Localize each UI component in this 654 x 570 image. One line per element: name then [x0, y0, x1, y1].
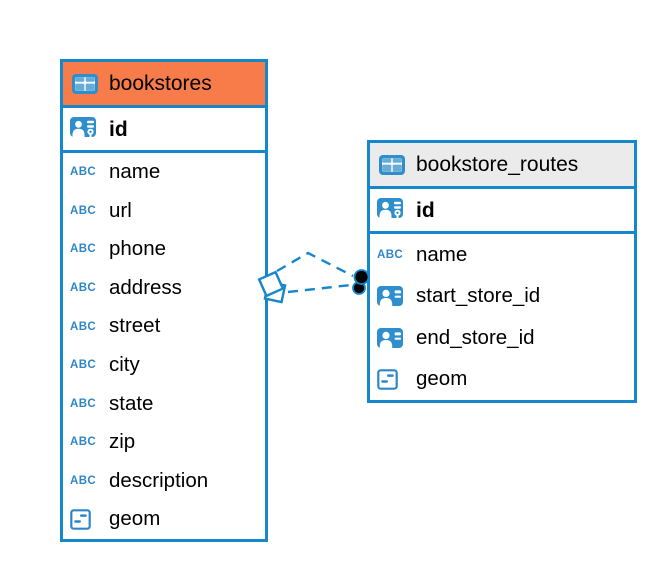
column-name: zip — [109, 430, 136, 454]
column-row[interactable]: ABC zip — [63, 423, 265, 462]
column-row[interactable]: ABC address — [63, 269, 265, 308]
text-icon: ABC — [70, 320, 97, 333]
column-name: id — [109, 117, 128, 141]
column-row[interactable]: geom — [370, 359, 634, 401]
column-name: street — [109, 314, 161, 338]
column-row[interactable]: id — [63, 108, 265, 150]
column-name: id — [416, 198, 435, 222]
column-name: name — [109, 160, 161, 184]
column-row[interactable]: ABC name — [63, 153, 265, 192]
relationship-line-2[interactable] — [287, 283, 352, 294]
foreign-key-icon — [377, 327, 411, 348]
columns-section: ABC name start_store_id end_store_id geo… — [370, 234, 634, 400]
geometry-icon — [377, 368, 411, 390]
column-row[interactable]: ABC state — [63, 385, 265, 424]
primary-key-section: id — [63, 108, 265, 153]
column-name: description — [109, 468, 209, 492]
column-row[interactable]: start_store_id — [370, 276, 634, 318]
table-bookstore-routes[interactable]: bookstore_routes id ABC name start_store… — [367, 140, 637, 403]
primary-key-icon — [377, 198, 411, 222]
columns-section: ABC name ABC url ABC phone ABC address A… — [63, 153, 265, 539]
column-name: state — [109, 391, 154, 415]
table-icon — [72, 73, 98, 94]
column-row[interactable]: ABC phone — [63, 230, 265, 269]
column-row[interactable]: end_store_id — [370, 317, 634, 359]
primary-key-section: id — [370, 189, 634, 234]
column-name: geom — [109, 507, 161, 531]
table-bookstores[interactable]: bookstores id ABC name ABC url ABC phone… — [60, 59, 268, 542]
column-name: start_store_id — [416, 284, 541, 307]
column-name: phone — [109, 237, 167, 261]
column-row[interactable]: id — [370, 189, 634, 231]
text-icon: ABC — [70, 475, 97, 488]
table-header[interactable]: bookstore_routes — [370, 143, 634, 189]
table-title: bookstores — [109, 72, 212, 95]
column-name: url — [109, 198, 132, 222]
text-icon: ABC — [70, 359, 97, 372]
column-row[interactable]: ABC street — [63, 307, 265, 346]
column-row[interactable]: geom — [63, 500, 265, 539]
text-icon: ABC — [70, 204, 97, 217]
table-header[interactable]: bookstores — [63, 62, 265, 108]
text-icon: ABC — [70, 243, 97, 256]
relationship-line-1[interactable] — [276, 251, 354, 278]
column-row[interactable]: ABC url — [63, 192, 265, 231]
text-icon: ABC — [70, 397, 97, 410]
foreign-key-icon — [377, 286, 411, 307]
column-row[interactable]: ABC description — [63, 462, 265, 501]
text-icon: ABC — [70, 282, 97, 295]
text-icon: ABC — [70, 436, 97, 449]
column-row[interactable]: ABC city — [63, 346, 265, 385]
column-row[interactable]: ABC name — [370, 234, 634, 276]
text-icon: ABC — [70, 166, 97, 179]
table-title: bookstore_routes — [416, 153, 579, 176]
geometry-icon — [70, 509, 104, 530]
column-name: geom — [416, 367, 468, 390]
text-icon: ABC — [377, 248, 404, 261]
primary-key-icon — [70, 117, 104, 141]
column-name: address — [109, 275, 182, 299]
column-name: city — [109, 353, 140, 377]
table-icon — [379, 154, 405, 175]
column-name: end_store_id — [416, 325, 535, 349]
column-name: name — [416, 242, 468, 266]
